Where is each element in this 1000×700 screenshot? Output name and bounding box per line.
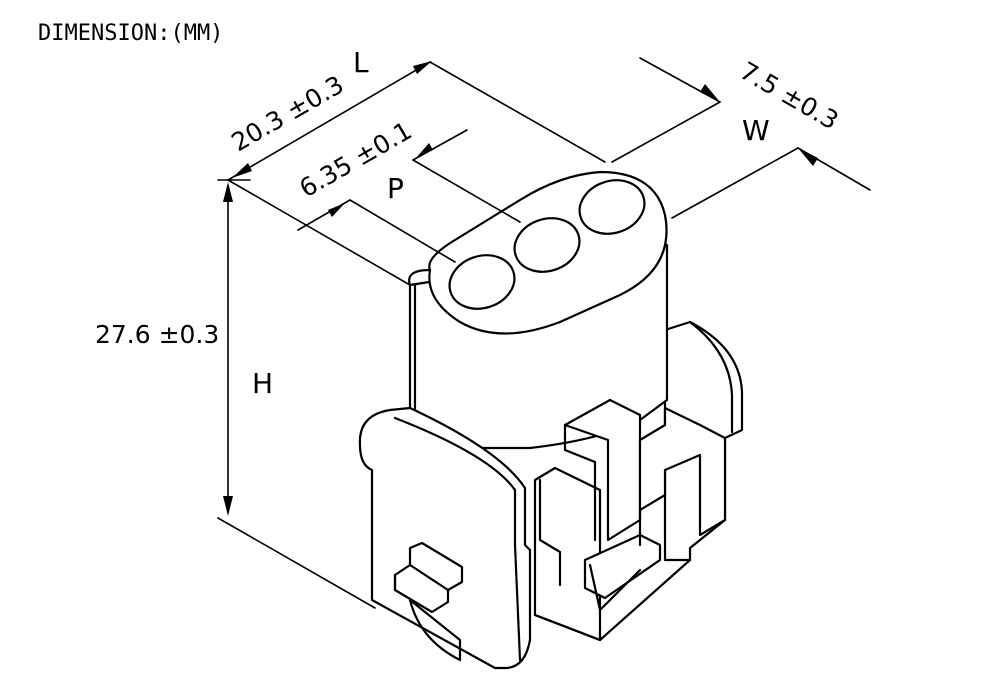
cavity-2 — [513, 217, 581, 273]
connector-housing — [358, 170, 744, 670]
height-letter: H — [252, 367, 273, 400]
drawing-title: DIMENSION:(MM) — [38, 21, 223, 46]
front-flange — [358, 406, 532, 670]
cavity-3 — [578, 179, 646, 235]
side-rail-right — [638, 406, 727, 537]
length-value: 20.3 ±0.3 — [227, 70, 349, 157]
height-value: 27.6 ±0.3 — [95, 320, 219, 349]
pitch-letter: P — [387, 172, 404, 205]
dimension-height: 27.6 ±0.3 H — [95, 179, 376, 609]
cavity-1 — [448, 254, 516, 310]
tower-top-face — [428, 170, 668, 335]
center-rail — [533, 466, 602, 642]
width-letter: W — [742, 114, 770, 147]
length-letter: L — [353, 46, 369, 79]
